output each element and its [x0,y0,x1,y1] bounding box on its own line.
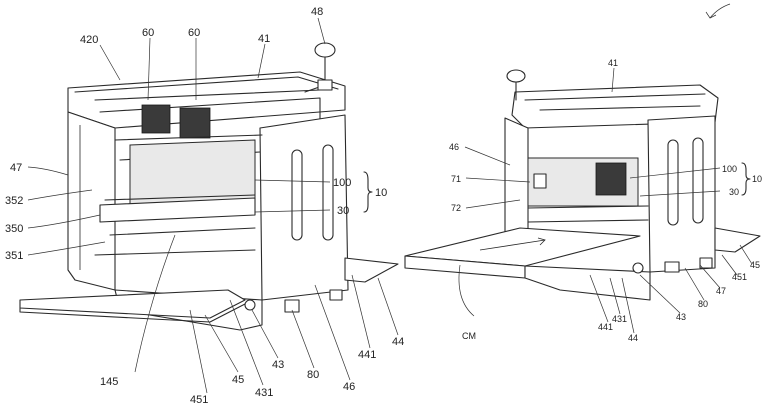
label-60-b: 60 [188,27,200,39]
label-r-100: 100 [722,164,737,174]
label-48: 48 [311,6,323,18]
label-351: 351 [5,250,23,262]
label-r-45: 45 [750,260,760,270]
label-441: 441 [358,349,376,361]
label-60-a: 60 [142,27,154,39]
label-145: 145 [100,376,118,388]
label-45: 45 [232,374,244,386]
label-80: 80 [307,369,319,381]
crank-knob [304,42,336,93]
label-47: 47 [10,162,22,174]
motor-right [179,107,211,139]
label-r-44: 44 [628,333,638,343]
label-420: 420 [80,34,98,46]
label-100: 100 [333,177,351,189]
label-r-46: 46 [449,142,459,152]
label-r-441: 441 [598,322,613,332]
label-r-47: 47 [716,286,726,296]
motor-box [595,162,627,196]
label-352: 352 [5,195,23,207]
label-30: 30 [337,205,349,217]
label-r-41: 41 [608,58,618,68]
label-r-80: 80 [698,299,708,309]
label-350: 350 [5,223,23,235]
motor-left [141,104,171,134]
label-r-72: 72 [451,203,461,213]
label-r-43: 43 [676,312,686,322]
label-r-71: 71 [451,174,461,184]
label-46: 46 [343,381,355,393]
label-r-10: 10 [752,174,762,184]
label-431: 431 [255,387,273,399]
right-planer-drawing [404,3,761,334]
label-10: 10 [375,187,387,199]
label-r-451: 451 [732,272,747,282]
label-451: 451 [190,394,208,406]
label-41: 41 [258,33,270,45]
label-r-431: 431 [612,314,627,324]
left-planer-drawing [19,17,399,394]
label-r-30: 30 [729,187,739,197]
label-43: 43 [272,359,284,371]
label-44: 44 [392,336,404,348]
workpiece-cm [404,227,641,279]
label-r-cm: CM [462,331,476,341]
